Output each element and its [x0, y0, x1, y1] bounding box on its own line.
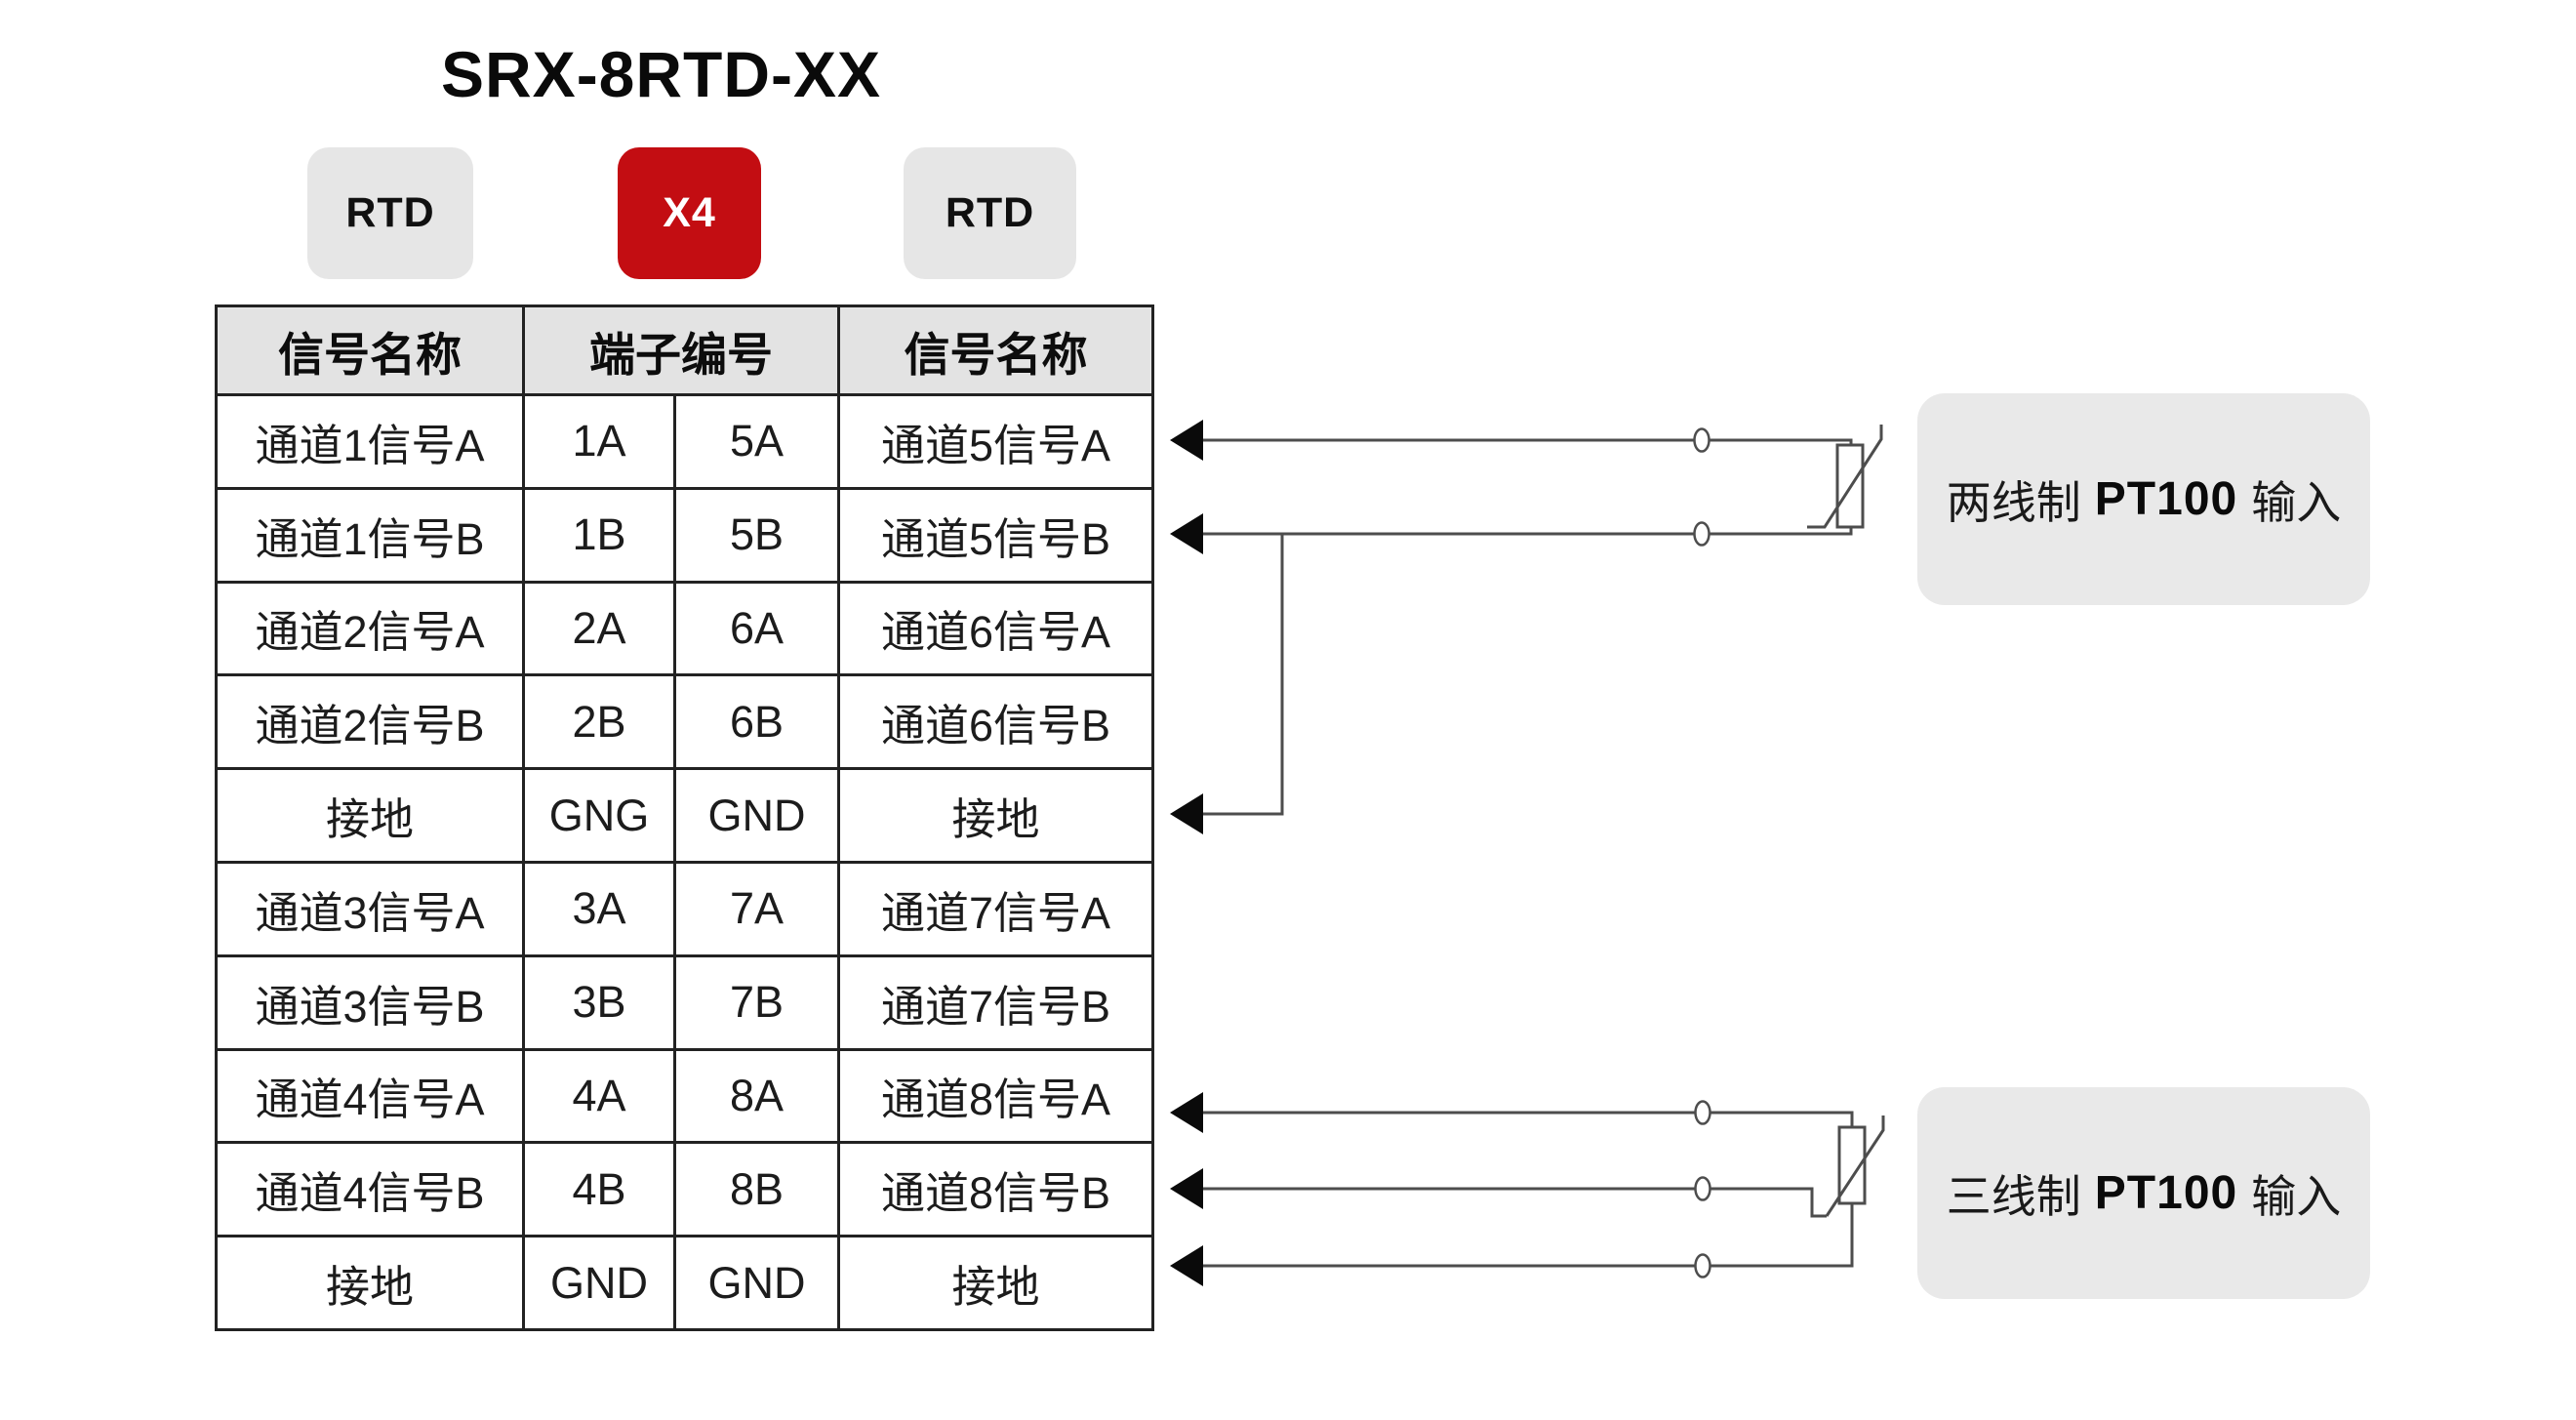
- table-cell: 8B: [673, 1141, 840, 1238]
- badge-rtd-right-label: RTD: [945, 189, 1035, 236]
- table-cell: 8A: [673, 1047, 840, 1145]
- page-title: SRX-8RTD-XX: [441, 38, 882, 110]
- badge-x4: X4: [618, 147, 761, 279]
- table-cell: GNG: [522, 767, 676, 864]
- wire: [1203, 527, 1853, 536]
- table-row: 接地 GND GND 接地: [215, 1235, 1154, 1331]
- wire: [1203, 1187, 1827, 1218]
- table-cell: 6B: [673, 673, 840, 771]
- arrow-left-icon: [1170, 1092, 1203, 1133]
- table-cell: 4A: [522, 1047, 676, 1145]
- header-terminal-number: 端子编号: [522, 304, 840, 396]
- badge-rtd-left: RTD: [307, 147, 473, 279]
- table-cell: 1B: [522, 486, 676, 584]
- table-cell: 2A: [522, 580, 676, 677]
- table-row: 通道1信号A 1A 5A 通道5信号A: [215, 393, 1154, 490]
- badge-rtd-left-label: RTD: [345, 189, 435, 236]
- table-cell: 通道5信号B: [837, 486, 1154, 584]
- table-cell: 3B: [522, 953, 676, 1051]
- table-cell: 通道6信号A: [837, 580, 1154, 677]
- table-cell: 通道6信号B: [837, 673, 1154, 771]
- two-wire-pt100-label: 两线制 PT100 输入: [1917, 393, 2370, 605]
- rtd-sensor-icon: [1807, 425, 1883, 529]
- table-cell: 接地: [215, 767, 525, 864]
- table-cell: 通道1信号A: [215, 393, 525, 490]
- table-cell: 1A: [522, 393, 676, 490]
- wire: [1203, 438, 1853, 445]
- arrow-left-icon: [1170, 420, 1203, 461]
- table-cell: 2B: [522, 673, 676, 771]
- wire: [1203, 1111, 1854, 1127]
- label-suffix: 输入: [2251, 476, 2342, 528]
- table-header-row: 信号名称 端子编号 信号名称: [215, 304, 1154, 396]
- table-cell: 4B: [522, 1141, 676, 1238]
- table-row: 通道4信号A 4A 8A 通道8信号A: [215, 1047, 1154, 1145]
- table-cell: 5B: [673, 486, 840, 584]
- label-pt100: PT100: [2094, 473, 2238, 525]
- table-cell: 接地: [837, 1235, 1154, 1331]
- label-prefix: 两线制: [1946, 476, 2081, 528]
- three-wire-pt100-label: 三线制 PT100 输入: [1917, 1087, 2370, 1299]
- table-cell: 通道7信号A: [837, 860, 1154, 957]
- label-suffix: 输入: [2251, 1170, 2342, 1222]
- arrow-left-icon: [1170, 1168, 1203, 1209]
- label-prefix: 三线制: [1946, 1170, 2081, 1222]
- badge-rtd-right: RTD: [904, 147, 1076, 279]
- arrow-left-icon: [1170, 793, 1203, 834]
- table-row: 通道3信号B 3B 7B 通道7信号B: [215, 953, 1154, 1051]
- header-signal-name-right: 信号名称: [837, 304, 1154, 396]
- table-cell: GND: [673, 767, 840, 864]
- table-cell: 接地: [837, 767, 1154, 864]
- table-row: 通道1信号B 1B 5B 通道5信号B: [215, 486, 1154, 584]
- table-cell: 通道1信号B: [215, 486, 525, 584]
- table-row: 通道2信号B 2B 6B 通道6信号B: [215, 673, 1154, 771]
- rtd-sensor-icon: [1825, 1116, 1885, 1217]
- arrow-left-icon: [1170, 513, 1203, 554]
- table-row: 通道3信号A 3A 7A 通道7信号A: [215, 860, 1154, 957]
- three-wire-pt100-wiring: [1170, 1092, 1885, 1286]
- header-signal-name-left: 信号名称: [215, 304, 525, 396]
- connector-node-icon: [1693, 521, 1711, 547]
- table-cell: GND: [673, 1235, 840, 1331]
- two-wire-pt100-wiring: [1170, 420, 1883, 834]
- table-cell: 通道7信号B: [837, 953, 1154, 1051]
- badge-x4-label: X4: [663, 189, 716, 236]
- table-cell: 3A: [522, 860, 676, 957]
- table-cell: 通道8信号B: [837, 1141, 1154, 1238]
- table-row: 通道4信号B 4B 8B 通道8信号B: [215, 1141, 1154, 1238]
- connector-node-icon: [1694, 1176, 1711, 1201]
- table-cell: 通道4信号B: [215, 1141, 525, 1238]
- table-cell: GND: [522, 1235, 676, 1331]
- terminal-assignment-table: 信号名称 端子编号 信号名称 通道1信号A 1A 5A 通道5信号A 通道1信号…: [215, 304, 1154, 1331]
- table-cell: 通道3信号A: [215, 860, 525, 957]
- table-cell: 7A: [673, 860, 840, 957]
- table-cell: 通道2信号B: [215, 673, 525, 771]
- connector-node-icon: [1694, 1253, 1711, 1278]
- table-cell: 通道2信号A: [215, 580, 525, 677]
- table-cell: 7B: [673, 953, 840, 1051]
- table-cell: 接地: [215, 1235, 525, 1331]
- table-cell: 5A: [673, 393, 840, 490]
- arrow-left-icon: [1170, 1245, 1203, 1286]
- connector-node-icon: [1693, 427, 1711, 453]
- table-cell: 通道5信号A: [837, 393, 1154, 490]
- table-row: 接地 GNG GND 接地: [215, 767, 1154, 864]
- table-row: 通道2信号A 2A 6A 通道6信号A: [215, 580, 1154, 677]
- table-cell: 6A: [673, 580, 840, 677]
- table-cell: 通道4信号A: [215, 1047, 525, 1145]
- connector-node-icon: [1694, 1100, 1711, 1125]
- table-cell: 通道8信号A: [837, 1047, 1154, 1145]
- table-cell: 通道3信号B: [215, 953, 525, 1051]
- wire: [1203, 534, 1284, 816]
- wire: [1203, 1203, 1854, 1268]
- label-pt100: PT100: [2094, 1167, 2238, 1219]
